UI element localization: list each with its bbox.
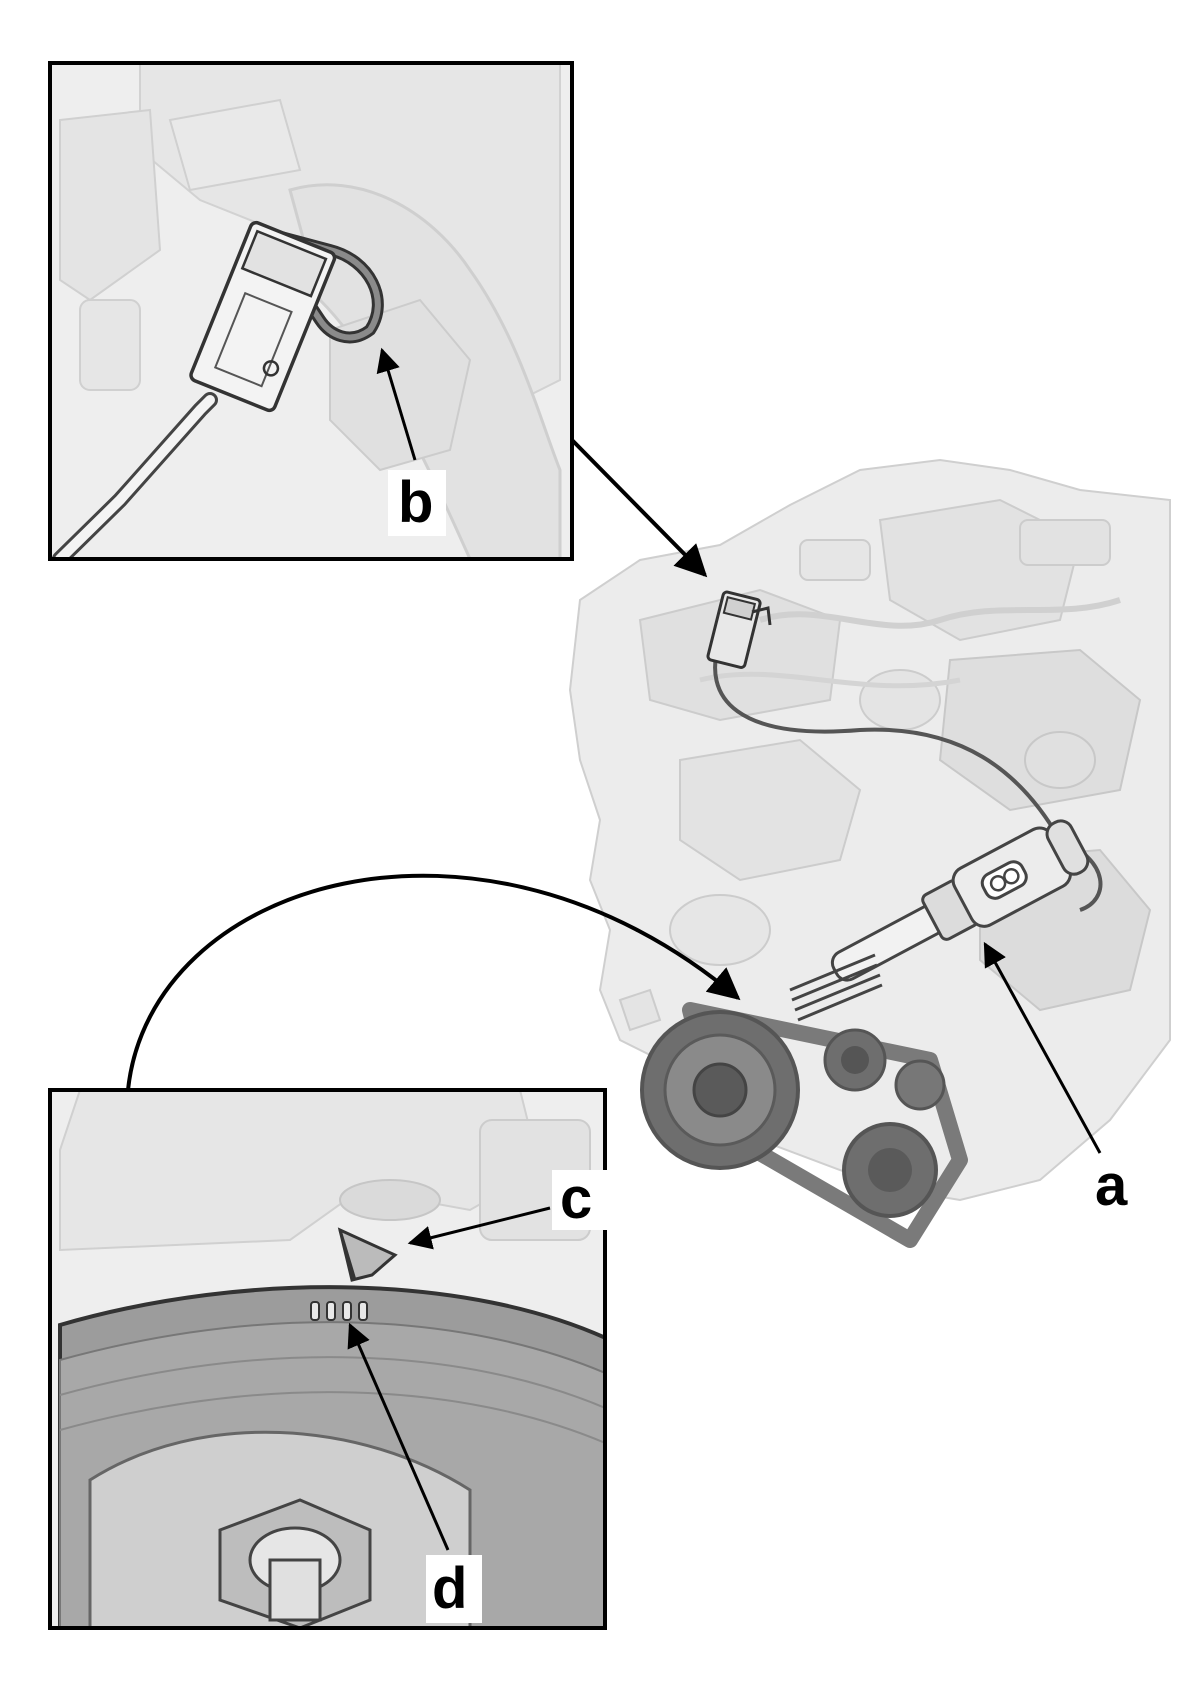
callout-label-a: a (1095, 1153, 1128, 1218)
leader-lines (126, 347, 1102, 1551)
inset-timing-mark-detail (48, 1088, 607, 1630)
callout-label-group: b a c d (388, 470, 1138, 1623)
callout-label-b: b (398, 470, 433, 535)
crankshaft-pulley-icon (640, 1010, 800, 1170)
belt-drive (640, 1002, 968, 1248)
electrical-connector-icon (706, 590, 772, 669)
inset-connector-detail (48, 61, 574, 561)
callout-label-d: d (432, 1556, 467, 1621)
idler-pulley-upper (823, 1028, 887, 1092)
crankshaft-sensor-tool-icon (713, 639, 1103, 1022)
timing-notches (310, 1301, 368, 1321)
callout-label-c: c (560, 1166, 592, 1231)
timing-pointer (337, 1227, 398, 1282)
tensioner-pulley (894, 1059, 946, 1111)
idler-pulley-lower (842, 1122, 938, 1218)
